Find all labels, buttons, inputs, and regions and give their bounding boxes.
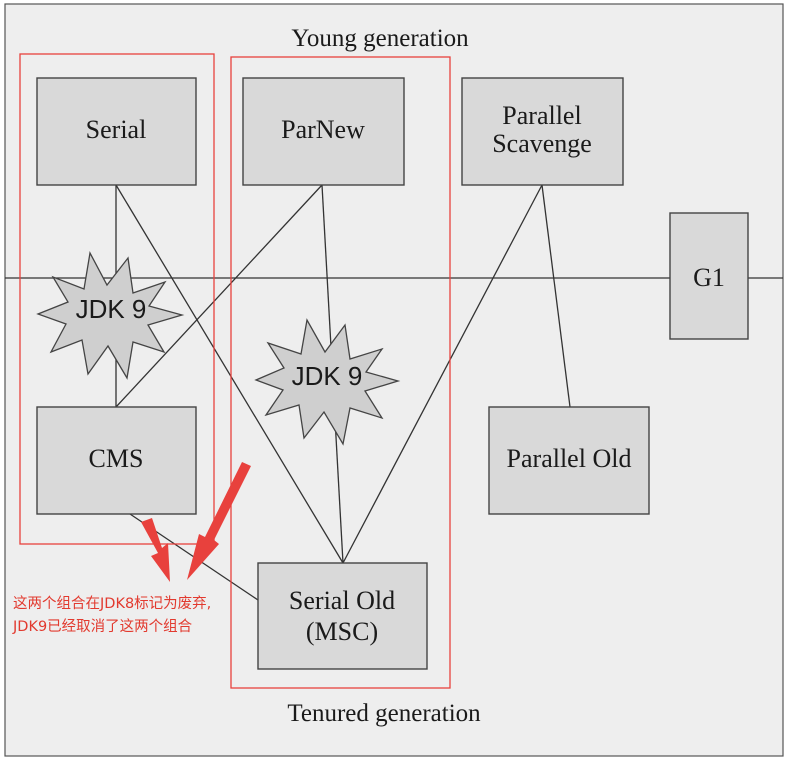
young-generation-label: Young generation [291, 25, 469, 52]
parallel-scavenge-collector-box: Parallel Scavenge [461, 77, 624, 186]
annotation-arrow-left-icon [141, 518, 170, 582]
jdk9-deprecation-badge-center: JDK 9 [254, 318, 401, 446]
g1-label: G1 [693, 263, 725, 292]
tenured-generation-label: Tenured generation [287, 700, 481, 727]
jdk9-left-label: JDK 9 [76, 294, 147, 324]
parallel-old-label: Parallel Old [507, 444, 632, 473]
g1-collector-box: G1 [669, 212, 749, 340]
link-scavenge-serialold [342, 184, 543, 564]
jdk9-deprecation-badge-left: JDK 9 [36, 251, 185, 380]
serial-label: Serial [86, 115, 147, 144]
annotation-line1: 这两个组合在JDK8标记为废弃, [13, 595, 211, 612]
link-serial-serialold [115, 184, 344, 564]
link-scavenge-parallelold [541, 184, 571, 408]
link-parnew-cms [115, 184, 323, 408]
highlight-serial-cms [19, 53, 215, 545]
starburst-icon [36, 251, 185, 380]
parallel-scavenge-label-line1: Parallel [502, 101, 581, 130]
parnew-label: ParNew [281, 115, 365, 144]
serial-old-collector-box: Serial Old (MSC) [257, 562, 428, 670]
parallel-scavenge-label-line2: Scavenge [492, 129, 592, 158]
parnew-collector-box: ParNew [242, 77, 405, 186]
cms-label: CMS [89, 444, 144, 473]
cms-collector-box: CMS [36, 406, 197, 515]
serial-old-label-line2: (MSC) [306, 617, 378, 646]
jdk9-center-label: JDK 9 [292, 361, 363, 391]
parallel-old-collector-box: Parallel Old [488, 406, 650, 515]
serial-old-label-line1: Serial Old [289, 586, 395, 615]
highlight-parnew-serialold [230, 56, 451, 689]
serial-collector-box: Serial [36, 77, 197, 186]
annotation-line2: JDK9已经取消了这两个组合 [12, 618, 193, 635]
annotation-arrow-right-icon [187, 462, 251, 580]
starburst-icon [254, 318, 401, 446]
